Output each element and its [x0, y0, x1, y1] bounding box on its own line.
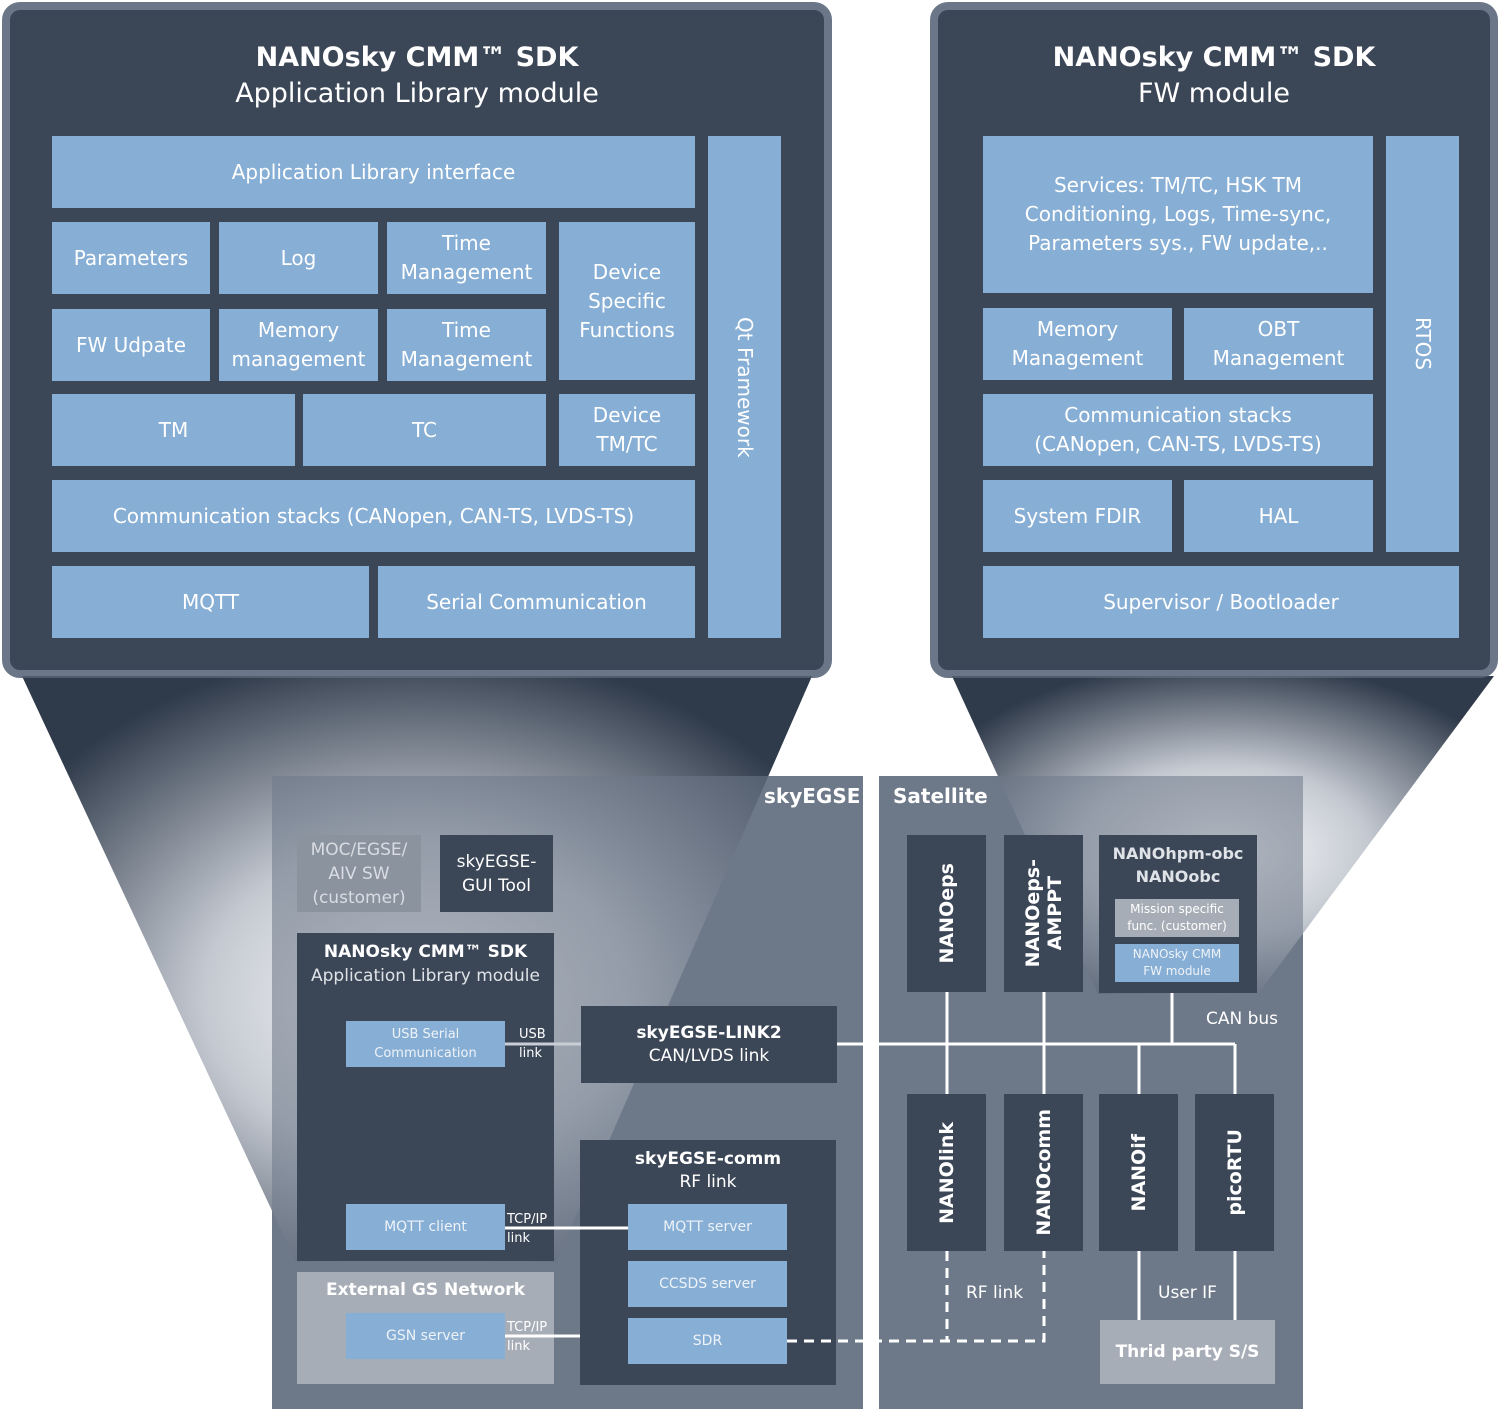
- fw-panel-title-line2: FW module: [1138, 78, 1290, 109]
- app-panel-title: NANOsky CMM™ SDK Application Library mod…: [2, 40, 832, 112]
- obt-management-block: OBT Management: [1184, 308, 1373, 380]
- fw-update-block: FW Udpate: [52, 309, 210, 381]
- sdk-app-library-title: NANOsky CMM™ SDK Application Library mod…: [297, 940, 554, 988]
- device-tmtc-block: Device TM/TC: [559, 394, 695, 466]
- nanoeps-block: NANOeps: [907, 835, 986, 992]
- gsn-server-block: GSN server: [346, 1313, 505, 1359]
- fw-memory-management-block: Memory Management: [983, 308, 1172, 380]
- mission-specific-block: Mission specific func. (customer): [1115, 899, 1239, 937]
- moc-egse-aiv-block: MOC/EGSE/ AIV SW (customer): [297, 835, 421, 912]
- gui-tool-label: skyEGSE- GUI Tool: [456, 851, 537, 896]
- serial-communication-block: Serial Communication: [378, 566, 695, 638]
- app-interface-block: Application Library interface: [52, 136, 695, 208]
- log-block: Log: [219, 222, 378, 294]
- system-fdir-block: System FDIR: [983, 480, 1172, 552]
- mqtt-server-block: MQTT server: [628, 1204, 787, 1250]
- usb-link-label: USB link: [519, 1027, 546, 1061]
- device-specific-block: Device Specific Functions: [559, 222, 695, 380]
- nanoobc-title: NANOhpm-obc NANOobc: [1099, 842, 1257, 888]
- cmm-fw-module-block: NANOsky CMM FW module: [1115, 944, 1239, 982]
- skyegse-link2-block: skyEGSE-LINK2 CAN/LVDS link: [581, 1006, 837, 1083]
- hal-block: HAL: [1184, 480, 1373, 552]
- qt-framework-label: Qt Framework: [733, 316, 757, 458]
- rf-link-label: RF link: [966, 1283, 1024, 1303]
- app-panel-title-line2: Application Library module: [235, 78, 599, 109]
- link2-title: skyEGSE-LINK2: [636, 1022, 782, 1043]
- time-management-block-1: Time Management: [387, 222, 546, 294]
- satellite-label: Satellite: [893, 784, 988, 808]
- link2-subtitle: CAN/LVDS link: [648, 1045, 770, 1066]
- fw-panel-title-line1: NANOsky CMM™ SDK: [1052, 42, 1376, 73]
- skyegse-label: skyEGSE: [764, 784, 861, 808]
- can-bus-label: CAN bus: [1206, 1009, 1279, 1029]
- tcp-link-label-2: TCP/IP link: [507, 1320, 548, 1354]
- mqtt-block: MQTT: [52, 566, 369, 638]
- services-block: Services: TM/TC, HSK TM Conditioning, Lo…: [983, 136, 1373, 293]
- usb-serial-block: USB Serial Communication: [346, 1021, 505, 1067]
- fw-comm-stacks-block: Communication stacks (CANopen, CAN-TS, L…: [983, 394, 1373, 466]
- nanocomm-block: NANOcomm: [1004, 1094, 1083, 1251]
- tcp-link-label-1: TCP/IP link: [507, 1212, 548, 1246]
- obc-line2: NANOobc: [1135, 867, 1221, 886]
- fw-panel-title: NANOsky CMM™ SDK FW module: [930, 40, 1498, 112]
- supervisor-bootloader-block: Supervisor / Bootloader: [983, 566, 1459, 638]
- app-comm-stacks-block: Communication stacks (CANopen, CAN-TS, L…: [52, 480, 695, 552]
- rtos-label: RTOS: [1411, 317, 1435, 371]
- obc-line1: NANOhpm-obc: [1112, 844, 1244, 863]
- third-party-block: Thrid party S/S: [1100, 1320, 1275, 1384]
- parameters-block: Parameters: [52, 222, 210, 294]
- rf-link-dashed: [787, 1251, 1046, 1343]
- external-gs-network-label: External GS Network: [325, 1280, 525, 1300]
- sdk-title-line1: NANOsky CMM™ SDK: [323, 942, 528, 962]
- mqtt-client-block: MQTT client: [346, 1204, 505, 1250]
- app-panel-title-line1: NANOsky CMM™ SDK: [255, 42, 579, 73]
- nanoif-block: NANOif: [1099, 1094, 1178, 1251]
- sdk-title-line2: Application Library module: [311, 966, 540, 986]
- skyegse-comm-title: skyEGSE-comm RF link: [580, 1148, 836, 1194]
- tc-block: TC: [303, 394, 546, 466]
- sdr-block: SDR: [628, 1318, 787, 1364]
- memory-management-block: Memory management: [219, 309, 378, 381]
- comm-subtitle: RF link: [679, 1172, 737, 1192]
- nanolink-block: NANOlink: [907, 1094, 986, 1251]
- user-if-label: User IF: [1158, 1283, 1217, 1303]
- picortu-block: picoRTU: [1195, 1094, 1274, 1251]
- ccsds-server-block: CCSDS server: [628, 1261, 787, 1307]
- rtos-block: RTOS: [1386, 136, 1459, 552]
- comm-title: skyEGSE-comm: [634, 1149, 782, 1169]
- tm-block: TM: [52, 394, 295, 466]
- qt-framework-block: Qt Framework: [708, 136, 781, 638]
- gui-tool-block: skyEGSE- GUI Tool: [440, 835, 553, 912]
- nanoeps-amppt-block: NANOeps- AMPPT: [1004, 835, 1083, 992]
- time-management-block-2: Time Management: [387, 309, 546, 381]
